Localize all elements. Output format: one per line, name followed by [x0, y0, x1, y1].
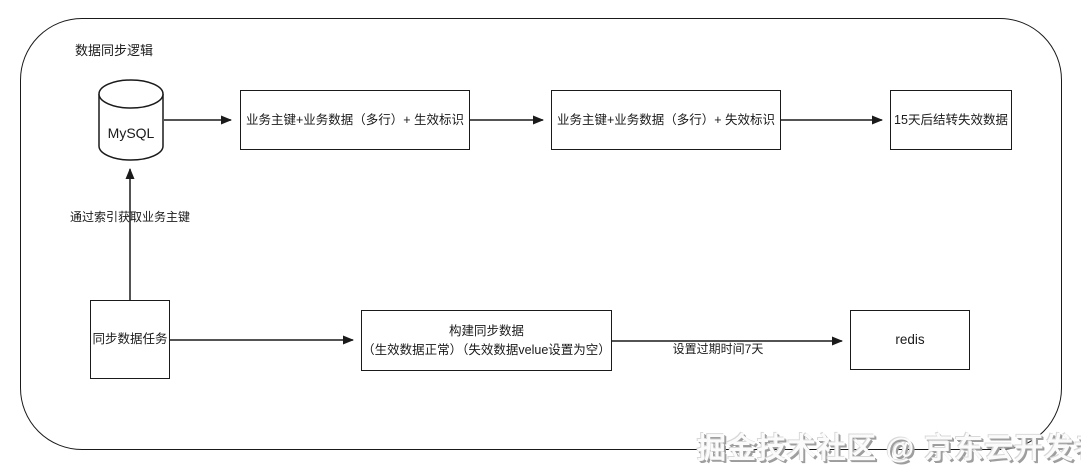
node-build-sync-line1: 构建同步数据: [448, 323, 524, 338]
diagram-frame: [20, 18, 1062, 450]
node-build-sync: 构建同步数据 （生效数据正常）（失效数据velue设置为空）: [361, 310, 612, 371]
watermark-text: 掘金技术社区 @ 京东云开发者: [697, 433, 1081, 465]
edge-label-expire-time: 设置过期时间7天: [672, 342, 764, 356]
node-redis: redis: [850, 310, 970, 370]
mysql-database-icon: [98, 79, 164, 161]
edge-label-index-fetch: 通过索引获取业务主键: [69, 210, 190, 224]
node-sync-task: 同步数据任务: [90, 300, 170, 379]
node-inactive-data: 业务主键+业务数据（多行）+ 失效标识: [551, 90, 781, 150]
node-carryover: 15天后结转失效数据: [890, 90, 1012, 150]
mysql-node-label: MySQL: [107, 125, 155, 141]
node-active-data: 业务主键+业务数据（多行）+ 生效标识: [240, 90, 470, 150]
diagram-title: 数据同步逻辑: [75, 43, 154, 58]
node-build-sync-line2: （生效数据正常）（失效数据velue设置为空）: [362, 342, 611, 357]
